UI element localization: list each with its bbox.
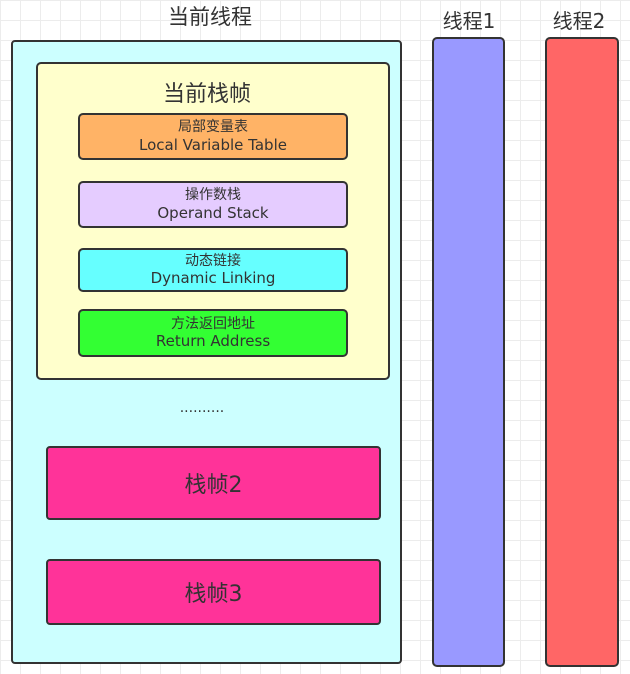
current-thread-title: 当前线程: [168, 5, 252, 29]
thread-1-title: 线程1: [442, 9, 496, 33]
return-address-label-en: Return Address: [155, 332, 271, 351]
local-variable-table-slot: 局部变量表 Local Variable Table: [78, 113, 348, 160]
thread-1-box: [432, 37, 505, 667]
stack-frame-2-label: 栈帧2: [184, 473, 243, 498]
current-frame-title: 当前栈帧: [162, 82, 251, 107]
stack-frame-2: 栈帧2: [46, 446, 381, 520]
thread-2-title: 线程2: [552, 9, 606, 33]
stack-frame-3: 栈帧3: [46, 559, 381, 625]
return-address-slot: 方法返回地址 Return Address: [78, 309, 348, 357]
local-variable-table-label-cn: 局部变量表: [178, 119, 248, 136]
more-frames-ellipsis: ..........: [179, 400, 225, 416]
dynamic-linking-slot: 动态链接 Dynamic Linking: [78, 248, 348, 292]
return-address-label-cn: 方法返回地址: [171, 315, 255, 332]
stack-frame-3-label: 栈帧3: [184, 582, 243, 607]
operand-stack-slot: 操作数栈 Operand Stack: [78, 181, 348, 228]
dynamic-linking-label-en: Dynamic Linking: [150, 269, 276, 288]
operand-stack-label-en: Operand Stack: [157, 203, 269, 222]
thread-2-box: [545, 37, 619, 667]
operand-stack-label-cn: 操作数栈: [185, 187, 241, 204]
local-variable-table-label-en: Local Variable Table: [139, 135, 287, 154]
dynamic-linking-label-cn: 动态链接: [185, 252, 241, 269]
